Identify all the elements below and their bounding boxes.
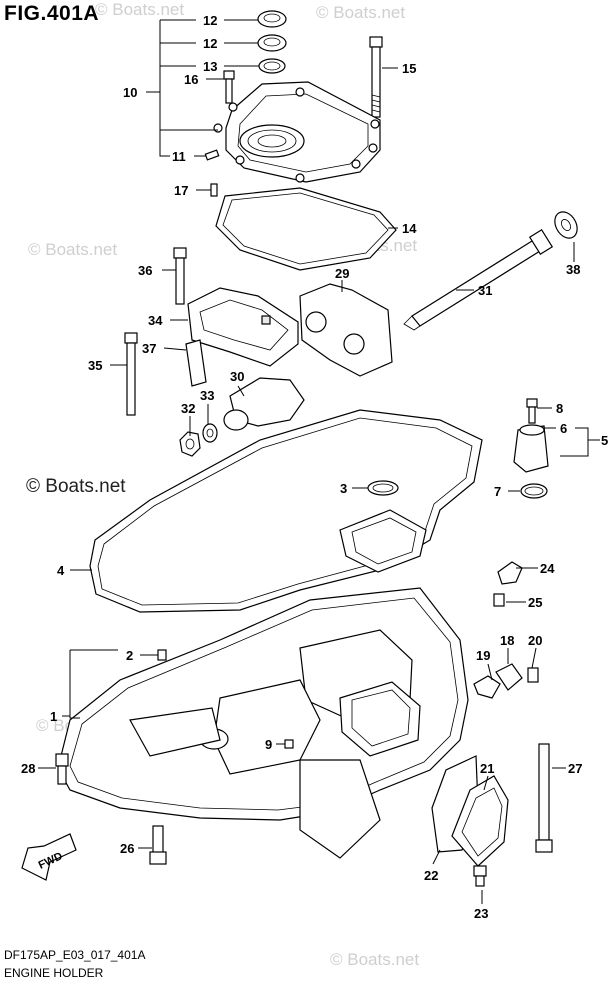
- leader-lines: [38, 19, 600, 904]
- callout-22[interactable]: 22: [424, 868, 438, 883]
- bolt-23[interactable]: [473, 865, 487, 887]
- gasket-14[interactable]: [215, 187, 397, 271]
- callout-26[interactable]: 26: [120, 841, 134, 856]
- through-bolt-31[interactable]: [403, 228, 554, 331]
- oil-seal-12a[interactable]: [257, 10, 287, 28]
- callout-5[interactable]: 5: [601, 433, 608, 448]
- callout-38[interactable]: 38: [566, 262, 580, 277]
- bolt-8[interactable]: [526, 398, 538, 424]
- section-name: ENGINE HOLDER: [4, 966, 104, 980]
- callout-10[interactable]: 10: [123, 85, 137, 100]
- watermark: © Boats.net: [28, 240, 118, 259]
- callout-labels: 12 12 13 16 10 11 15 17 14 36 29 38 31 3…: [21, 13, 608, 921]
- callout-4[interactable]: 4: [57, 563, 65, 578]
- cover-18[interactable]: [495, 663, 523, 691]
- callout-25[interactable]: 25: [528, 595, 542, 610]
- callout-32[interactable]: 32: [181, 401, 195, 416]
- callout-16[interactable]: 16: [184, 72, 198, 87]
- callout-14[interactable]: 14: [402, 221, 417, 236]
- engine-holder-cover[interactable]: [213, 81, 381, 183]
- figure-title: FIG.401A: [4, 2, 100, 25]
- callout-18[interactable]: 18: [500, 633, 514, 648]
- fwd-arrow-icon: FWD: [21, 833, 77, 881]
- washer-33[interactable]: [202, 423, 218, 443]
- callout-37[interactable]: 37: [142, 341, 156, 356]
- callout-27[interactable]: 27: [568, 761, 582, 776]
- bolt-26[interactable]: [149, 825, 167, 865]
- callout-3[interactable]: 3: [340, 481, 347, 496]
- mount-rubber-30[interactable]: [223, 377, 305, 431]
- oil-seal-12b[interactable]: [257, 34, 287, 52]
- bolt-36[interactable]: [173, 247, 187, 305]
- o-ring-7[interactable]: [520, 483, 548, 499]
- o-ring-3[interactable]: [367, 480, 399, 496]
- callout-19[interactable]: 19: [476, 648, 490, 663]
- callout-35[interactable]: 35: [88, 358, 102, 373]
- bolt-16[interactable]: [223, 70, 235, 104]
- washer-38[interactable]: [550, 208, 581, 242]
- watermark: © Boats.net: [330, 950, 420, 969]
- bolt-15[interactable]: [369, 36, 383, 118]
- callout-30[interactable]: 30: [230, 369, 244, 384]
- gasket-19[interactable]: [473, 675, 501, 699]
- callout-31[interactable]: 31: [478, 283, 492, 298]
- dowel-pin-11[interactable]: [204, 149, 220, 161]
- watermark: © Boats.net: [316, 3, 406, 22]
- callout-1[interactable]: 1: [50, 709, 57, 724]
- pin-2[interactable]: [157, 649, 167, 661]
- oil-pan-1[interactable]: [57, 587, 469, 859]
- mount-rubber-29[interactable]: [299, 283, 393, 377]
- pipe-6[interactable]: [513, 424, 549, 473]
- bolt-35[interactable]: [124, 332, 138, 416]
- nut-32[interactable]: [179, 431, 201, 457]
- bolt-20[interactable]: [527, 667, 539, 683]
- callout-24[interactable]: 24: [540, 561, 555, 576]
- callout-8[interactable]: 8: [556, 401, 563, 416]
- callout-11[interactable]: 11: [172, 149, 186, 164]
- callout-7[interactable]: 7: [494, 484, 501, 499]
- plate-37[interactable]: [185, 339, 207, 387]
- callout-12[interactable]: 12: [203, 36, 217, 51]
- callout-15[interactable]: 15: [402, 61, 416, 76]
- diagram-code: DF175AP_E03_017_401A: [4, 948, 146, 962]
- mount-bracket-34[interactable]: [187, 287, 299, 367]
- bolt-28[interactable]: [55, 753, 69, 785]
- callout-21[interactable]: 21: [480, 761, 494, 776]
- o-ring-13[interactable]: [258, 58, 286, 74]
- callout-29[interactable]: 29: [335, 266, 349, 281]
- callout-33[interactable]: 33: [200, 388, 214, 403]
- callout-28[interactable]: 28: [21, 761, 35, 776]
- callout-34[interactable]: 34: [148, 313, 163, 328]
- callout-6[interactable]: 6: [560, 421, 567, 436]
- callout-36[interactable]: 36: [138, 263, 152, 278]
- bolt-25[interactable]: [493, 593, 505, 607]
- callout-17[interactable]: 17: [174, 183, 188, 198]
- sensor-24[interactable]: [497, 561, 523, 585]
- bolt-27[interactable]: [535, 743, 553, 853]
- pin-9[interactable]: [284, 739, 294, 749]
- gasket-4[interactable]: [89, 409, 483, 613]
- callout-23[interactable]: 23: [474, 906, 488, 921]
- callout-9[interactable]: 9: [265, 737, 272, 752]
- pin-17[interactable]: [210, 183, 218, 197]
- callout-13[interactable]: 13: [203, 59, 217, 74]
- callout-12[interactable]: 12: [203, 13, 217, 28]
- watermark: © Boats.net: [26, 476, 126, 497]
- callout-20[interactable]: 20: [528, 633, 542, 648]
- callout-2[interactable]: 2: [126, 648, 133, 663]
- watermark: © Boats.net: [95, 0, 185, 19]
